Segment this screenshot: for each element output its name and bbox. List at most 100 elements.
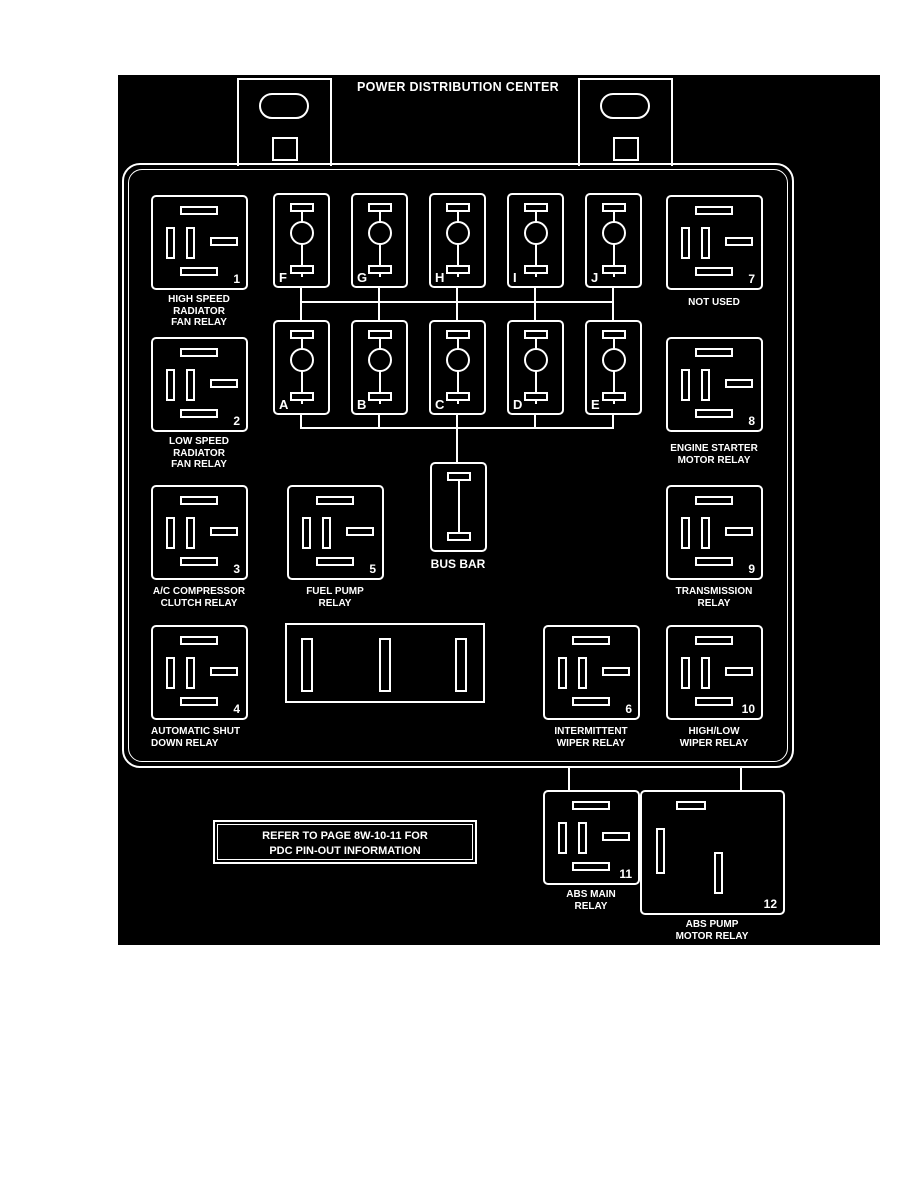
- relay-12: 12: [640, 790, 785, 915]
- label-line: LOW SPEED: [168, 436, 229, 447]
- fuse-circle: [290, 221, 314, 245]
- fuse-terminal: [602, 203, 626, 212]
- fuse-terminal: [602, 330, 626, 339]
- fuse-terminal: [290, 265, 314, 274]
- pin-slot: [572, 697, 610, 706]
- connector-block: [285, 623, 485, 703]
- fuse-letter: H: [435, 270, 445, 285]
- pin-slot: [316, 557, 354, 566]
- fuse-circle: [524, 221, 548, 245]
- relay-2-label: LOW SPEED RADIATOR FAN RELAY: [134, 436, 264, 471]
- relay-9-label: TRANSMISSION RELAY: [649, 586, 779, 609]
- pin-slot: [166, 517, 175, 549]
- relay-3-label: A/C COMPRESSOR CLUTCH RELAY: [134, 586, 264, 609]
- pin-slot: [180, 636, 218, 645]
- fuse-circle: [290, 348, 314, 372]
- fuse-letter: C: [435, 397, 445, 412]
- fuse-circle: [524, 348, 548, 372]
- pin-slot: [186, 227, 195, 259]
- pin-slot: [695, 206, 733, 215]
- pin-slot: [572, 862, 610, 871]
- wire: [300, 288, 302, 321]
- fuse-terminal: [446, 265, 470, 274]
- fuse-terminal: [524, 330, 548, 339]
- pin-slot: [695, 697, 733, 706]
- pin-slot: [166, 369, 175, 401]
- fuse-letter: G: [357, 270, 368, 285]
- pin-slot: [695, 409, 733, 418]
- fuse-h: H: [429, 193, 486, 288]
- fuse-terminal: [446, 203, 470, 212]
- pin-slot: [725, 237, 753, 246]
- pin-slot: [656, 828, 665, 874]
- relay-8-label: ENGINE STARTER MOTOR RELAY: [649, 443, 779, 466]
- label-line: NOT USED: [688, 297, 740, 308]
- wire: [378, 415, 380, 429]
- relay-6: 6: [543, 625, 640, 720]
- label-line: RADIATOR: [173, 305, 225, 317]
- pin-slot: [346, 527, 374, 536]
- note-line: REFER TO PAGE 8W-10-11 FOR: [262, 830, 428, 842]
- relay-number: 5: [369, 562, 376, 576]
- wire: [740, 768, 742, 791]
- label-line: FAN RELAY: [171, 459, 227, 470]
- pin-slot: [602, 832, 630, 841]
- wire: [612, 415, 614, 429]
- pin-slot: [701, 657, 710, 689]
- relay-number: 11: [619, 867, 632, 881]
- fuse-terminal: [290, 203, 314, 212]
- wire: [534, 288, 536, 321]
- label-line: ABS PUMP: [685, 919, 739, 930]
- pdc-inner-border: [128, 169, 788, 762]
- label-line: RELAY: [697, 597, 731, 609]
- wire: [568, 768, 570, 791]
- fuse-circle: [602, 221, 626, 245]
- fuse-letter: D: [513, 397, 523, 412]
- pdc-main-box: [122, 163, 794, 768]
- relay-1-label: HIGH SPEED RADIATOR FAN RELAY: [134, 294, 264, 329]
- fuse-circle: [368, 221, 392, 245]
- bus-bar-terminal: [447, 532, 471, 541]
- label-line: RADIATOR: [173, 447, 225, 459]
- bus-bar-terminal: [447, 472, 471, 481]
- relay-7: 7: [666, 195, 763, 290]
- wire: [300, 301, 614, 303]
- fuse-f: F: [273, 193, 330, 288]
- bracket-slot: [272, 137, 298, 161]
- pin-slot: [676, 801, 706, 810]
- bus-bar-label: BUS BAR: [430, 557, 486, 571]
- label-line: HIGH SPEED: [168, 294, 230, 305]
- label-line: RELAY: [574, 900, 608, 912]
- pin-slot: [180, 348, 218, 357]
- label-line: INTERMITTENT: [554, 726, 628, 737]
- fuse-i: I: [507, 193, 564, 288]
- relay-number: 2: [233, 414, 240, 428]
- fuse-terminal: [290, 330, 314, 339]
- pin-slot: [180, 267, 218, 276]
- label-line: FAN RELAY: [171, 317, 227, 328]
- pin-slot: [180, 409, 218, 418]
- relay-4-label: AUTOMATIC SHUT DOWN RELAY: [151, 726, 281, 749]
- pin-slot: [210, 527, 238, 536]
- fuse-circle: [602, 348, 626, 372]
- pin-slot: [701, 517, 710, 549]
- pin-slot: [681, 517, 690, 549]
- relay-12-label: ABS PUMP MOTOR RELAY: [647, 919, 777, 942]
- relay-number: 3: [233, 562, 240, 576]
- pin-slot: [695, 348, 733, 357]
- relay-10-label: HIGH/LOW WIPER RELAY: [649, 726, 779, 749]
- relay-11: 11: [543, 790, 640, 885]
- label-line: FUEL PUMP: [306, 586, 364, 597]
- fuse-terminal: [524, 203, 548, 212]
- pin-slot: [695, 636, 733, 645]
- relay-number: 10: [741, 702, 755, 716]
- pin-slot: [210, 379, 238, 388]
- pin-slot: [578, 657, 587, 689]
- relay-10: 10: [666, 625, 763, 720]
- relay-11-label: ABS MAIN RELAY: [526, 889, 656, 912]
- pin-slot: [210, 667, 238, 676]
- fuse-terminal: [524, 392, 548, 401]
- relay-5: 5: [287, 485, 384, 580]
- fuse-c: C: [429, 320, 486, 415]
- fuse-terminal: [290, 392, 314, 401]
